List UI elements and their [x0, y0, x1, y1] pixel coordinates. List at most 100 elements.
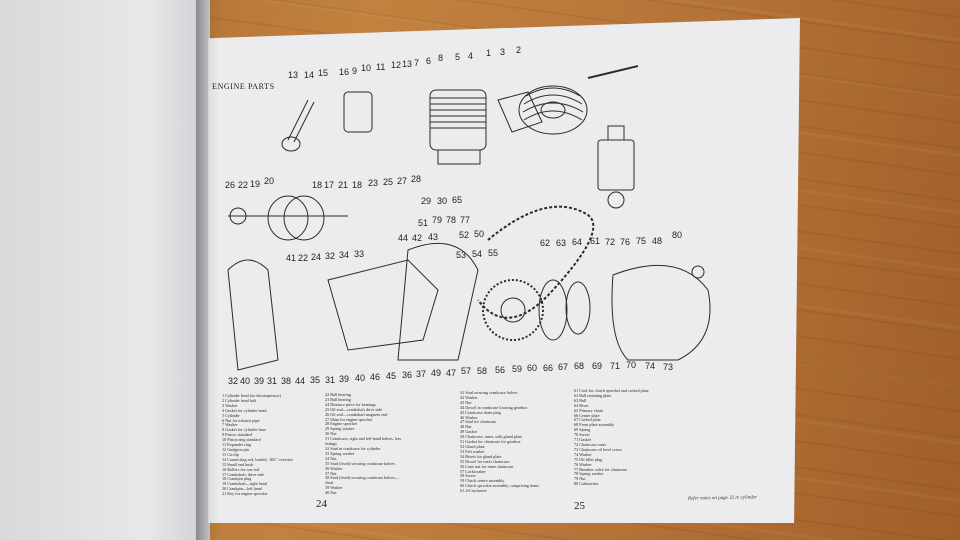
callout-number: 12 [391, 60, 402, 70]
callout-number: 28 [411, 174, 422, 184]
parts-list-entry: 27 Shim for engine sprocket [325, 416, 373, 422]
callout-number: 56 [495, 365, 506, 375]
parts-list-entry: 35 Stud (fixed) securing crankcase halve… [325, 460, 395, 466]
parts-list-entry: 67 Corked plate [574, 417, 601, 423]
callout-number: 13 [288, 70, 299, 80]
callout-number: 26 [225, 180, 236, 190]
parts-list-entry: 7 Washer [222, 422, 238, 428]
callout-number: 27 [397, 176, 408, 186]
parts-list-entry: 68 Front plate assembly [574, 422, 615, 428]
callout-number: 31 [325, 375, 336, 385]
exploded-engine-diagram [227, 65, 711, 371]
callout-number: 73 [663, 362, 674, 372]
callout-number: 8 [438, 53, 444, 63]
callout-number: 70 [626, 360, 637, 370]
callout-number: 23 [368, 178, 379, 188]
con-rod-drawing [287, 99, 315, 143]
parts-list-entry: 58 Screw [460, 473, 476, 479]
callout-number: 32 [228, 376, 239, 386]
parts-list-entry: 12 Gudgeon pin [222, 446, 249, 452]
callout-number: 68 [574, 361, 585, 371]
parts-list-entry: 39 Washer [325, 485, 343, 491]
callout-number: 72 [605, 237, 616, 247]
callout-number: 71 [610, 361, 621, 371]
callout-number: 38 [281, 376, 292, 386]
parts-list-entry: 34 Nut [325, 455, 337, 461]
parts-list-column-4: 61 Cork for clutch sprocket and corked p… [574, 388, 684, 487]
callout-number: 48 [652, 236, 663, 246]
callout-number: 20 [264, 176, 275, 186]
parts-list-column-2: 22 Ball bearing 23 Ball bearing 24 Dista… [325, 392, 435, 496]
clutch-sprocket-drawing [482, 279, 544, 341]
carburettor-drawing [597, 125, 635, 209]
callout-number: 29 [421, 196, 432, 206]
callout-number: 63 [556, 238, 567, 248]
piston-drawing [343, 91, 373, 133]
parts-list-entry: 13 Circlip [222, 451, 239, 457]
callout-number: 79 [432, 215, 443, 225]
callout-number: 22 [238, 180, 249, 190]
callout-number: 66 [543, 363, 554, 373]
callout-number: 33 [354, 249, 365, 259]
parts-list-entry: 76 Washer [574, 461, 592, 467]
parts-list-entry: 29 Spring washer [325, 426, 355, 432]
parts-list-entry: 51 Gasket for chaincase for gearbox [460, 439, 521, 445]
callout-number: 60 [527, 363, 538, 373]
callout-number: 31 [267, 376, 278, 386]
callout-number: 3 [500, 47, 506, 57]
head-gasket-drawing [497, 91, 543, 133]
callout-number: 74 [645, 361, 656, 371]
parts-list-entry: 45 Crankcase drain plug [460, 409, 501, 415]
callout-number: 25 [383, 177, 394, 187]
parts-list-entry: 16 Rollers for con-rod [222, 466, 260, 472]
callout-number: 13 [402, 59, 413, 69]
parts-list-entry: 65 Primary chain [574, 407, 603, 413]
callout-number: 32 [325, 251, 336, 261]
callout-number: 16 [339, 67, 350, 77]
parts-list-column-1: 1 Cylinder head (no decompressor) 2 Cyli… [222, 393, 332, 497]
parts-list-entry: 56 Cone nut for inner chaincase [460, 463, 514, 469]
parts-list-entry: 69 Spring [574, 427, 591, 433]
parts-list-entry: 10 Piston ring standard [222, 437, 261, 443]
callout-number: 55 [488, 248, 499, 258]
parts-list-entry: 1 Cylinder head (no decompressor) [222, 393, 282, 398]
outer-chaincase-drawing [611, 264, 711, 361]
parts-list-entry: 77 Breather valve for chaincase [574, 466, 628, 472]
callout-number: 10 [361, 63, 372, 73]
callout-number: 58 [477, 366, 488, 376]
callout-number: 18 [352, 180, 363, 190]
callout-number: 14 [304, 70, 315, 80]
crankshaft-drawing [228, 195, 348, 241]
callout-number: 9 [352, 66, 358, 76]
parts-list-entry: 72 Chaincase outer [574, 441, 607, 447]
callout-number: 78 [446, 215, 457, 225]
parts-list-entry: 8 Gasket for cylinder base [222, 427, 266, 433]
callout-number: 40 [240, 376, 251, 386]
callout-number: 39 [339, 374, 350, 384]
callout-number: 43 [428, 232, 439, 242]
callout-number: 57 [461, 366, 472, 376]
right-page-number: 25 [574, 500, 585, 512]
callout-number: 50 [474, 229, 485, 239]
primary-chain-drawing [477, 205, 595, 319]
callout-number: 76 [620, 237, 631, 247]
parts-list-entry: fittings [325, 441, 337, 447]
callout-number: 75 [636, 236, 647, 246]
parts-list-entry: 17 Crankshaft, drive side [222, 471, 265, 477]
clutch-plate-drawing [538, 279, 568, 341]
parts-list-entry: 2 Cylinder head bolt [222, 397, 257, 403]
callout-number: 6 [426, 56, 432, 66]
parts-list-entry: 32 Stud in crankcase for cylinder [325, 445, 381, 451]
parts-list-entry: 14 Connecting rod, loaded, .001" oversiz… [222, 456, 293, 462]
parts-list-entry: 73 Chaincase oil level screw [574, 446, 622, 452]
callout-number: 53 [456, 250, 467, 260]
parts-list-entry: 57 Lockwasher [460, 468, 486, 474]
parts-list-entry: 49 Gasket [460, 429, 477, 435]
callout-number: 69 [592, 361, 603, 371]
parts-list-entry: 18 Crankpin plug [222, 476, 252, 482]
parts-list-entry: 11 Expander ring [222, 442, 251, 448]
callout-number: 42 [412, 233, 423, 243]
callout-number: 59 [512, 364, 523, 374]
parts-list-entry: 64 Rivet [574, 402, 589, 408]
callout-number: 47 [446, 368, 457, 378]
